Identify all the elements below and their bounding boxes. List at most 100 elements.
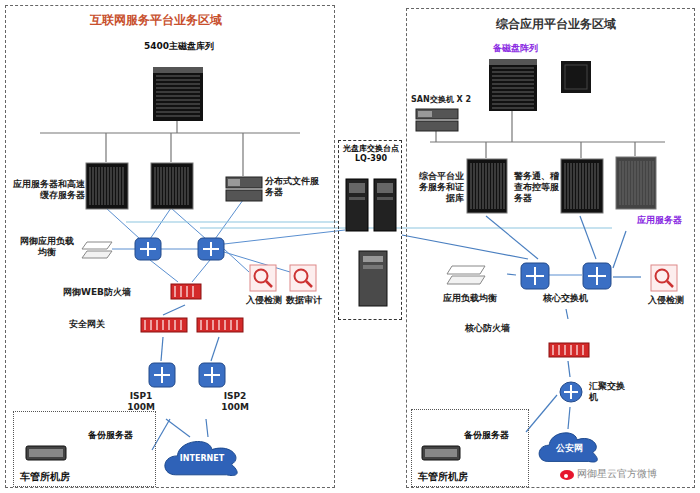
device-label: 警务通、稽查布控等服务器 xyxy=(514,171,560,203)
device-icon xyxy=(81,241,113,259)
device-icon xyxy=(616,157,656,209)
device-node: 应用服务器和高速缓存服务器 xyxy=(9,159,203,213)
device-label: 分布式文件服务器 xyxy=(265,176,325,198)
device-icon xyxy=(521,263,549,289)
device-label: INTERNET xyxy=(163,454,241,464)
label-holder: ISP1 100M xyxy=(123,391,159,413)
device-icon xyxy=(559,381,583,403)
network-link xyxy=(568,407,570,429)
label-holder: 备份服务器 xyxy=(88,430,150,441)
network-link xyxy=(580,216,596,259)
label-holder: 网御WEB防火墙 xyxy=(63,287,167,298)
device-node: 备份服务器 xyxy=(418,426,526,464)
watermark: 网御星云官方微博 xyxy=(577,468,657,480)
device-label: 入侵检测 xyxy=(641,295,691,306)
device-node: INTERNET xyxy=(161,437,243,479)
device-node: 备份服务器 xyxy=(22,426,152,464)
label-holder: 公安网 xyxy=(538,443,600,454)
network-link xyxy=(507,274,516,275)
device-node: 光盘库交换台点LQ-390 xyxy=(338,140,402,320)
label-holder: 应用负载均衡 xyxy=(434,293,506,304)
device-icon xyxy=(651,265,677,291)
device-label: 互联网服务平台业务区域 xyxy=(61,13,251,27)
device-node: 互联网服务平台业务区域 5400主磁盘库列应用服务器和高速缓存服务器 分布式文件服务… xyxy=(5,5,335,488)
network-link xyxy=(163,305,185,315)
device-label: 车管所机房 xyxy=(418,471,498,483)
device-icon xyxy=(197,318,243,332)
label-holder: 应用服务器 xyxy=(637,215,691,226)
device-label: 应用服务器 xyxy=(637,215,691,226)
label-holder: SAN交换机 X 2 xyxy=(411,95,485,105)
device-label: ISP2 100M xyxy=(217,391,253,413)
device-icon xyxy=(141,318,187,332)
network-link xyxy=(613,277,641,278)
label-holder: 5400主磁盘库列 xyxy=(141,41,217,52)
device-icon xyxy=(171,284,201,299)
device-label: 核心防火墙 xyxy=(465,323,531,334)
switch-icon xyxy=(135,238,224,260)
device-icon xyxy=(561,61,591,93)
device-icon xyxy=(86,163,128,209)
label-holder: ISP2 100M xyxy=(217,391,253,413)
device-icon xyxy=(422,446,460,460)
device-node: 网御WEB防火墙 xyxy=(61,281,206,305)
device-label: 核心交换机 xyxy=(529,293,601,304)
label-holder: 备份服务器 xyxy=(464,430,524,441)
label-holder: 警务通、稽查布控等服务器 xyxy=(514,171,560,203)
device-icon xyxy=(226,177,262,201)
device-icon xyxy=(26,446,66,460)
network-link xyxy=(402,235,528,259)
device-label: 应用负载均衡 xyxy=(434,293,506,304)
device-icon xyxy=(153,67,203,121)
device-node: 核心防火墙 xyxy=(463,319,593,361)
device-icon xyxy=(446,265,486,285)
device-node: ISP2 100M xyxy=(197,361,253,419)
device-node: 应用服务器 xyxy=(613,153,693,231)
device-icon xyxy=(149,363,175,387)
device-label: 网御WEB防火墙 xyxy=(63,287,167,298)
label-holder: 分布式文件服务器 xyxy=(265,176,325,198)
device-icon xyxy=(250,265,276,291)
device-icon xyxy=(467,159,507,213)
device-node: SAN交换机 X 2 xyxy=(409,93,485,133)
network-link xyxy=(526,395,557,432)
network-link xyxy=(206,419,208,437)
label-holder: 数据审计 xyxy=(284,295,324,306)
label-holder: 互联网服务平台业务区域 xyxy=(61,13,251,27)
device-node: ISP1 100M xyxy=(123,361,179,419)
device-node: 入侵检测 xyxy=(641,263,691,315)
device-icon xyxy=(374,179,396,231)
label-holder: 安全网关 xyxy=(69,319,119,330)
device-node: 5400主磁盘库列 xyxy=(139,39,219,123)
device-node: 安全网关 xyxy=(67,315,247,337)
device-icon xyxy=(549,343,589,357)
device-icon xyxy=(561,159,603,213)
device-label: 入侵检测 xyxy=(245,295,283,306)
device-label: 备份服务器 xyxy=(88,430,150,441)
label-holder: 车管所机房 xyxy=(418,471,498,483)
label-holder: 车管所机房 xyxy=(20,471,100,483)
network-link xyxy=(566,309,568,319)
device-node: 车管所机房 备份服务器 xyxy=(13,411,156,487)
device-icon xyxy=(290,265,316,291)
device-node: 核心交换机 xyxy=(516,259,613,309)
device-label: 5400主磁盘库列 xyxy=(141,41,217,52)
device-icon xyxy=(151,163,193,209)
device-label: 安全网关 xyxy=(69,319,119,330)
label-holder: 入侵检测 xyxy=(245,295,283,306)
device-label: 应用服务器和高速缓存服务器 xyxy=(11,179,85,201)
device-label: 汇聚交换机 xyxy=(589,381,633,403)
label-holder: INTERNET xyxy=(163,454,241,464)
label-holder: 汇聚交换机 xyxy=(589,381,633,403)
device-node: 综合应用平台业务区域备磁盘阵列SAN交换机 X 2综合平台业务服务和证据库警务通… xyxy=(406,8,695,488)
device-icon xyxy=(583,263,611,289)
device-icon xyxy=(489,59,537,111)
device-node: 分布式文件服务器 xyxy=(223,171,327,215)
network-link xyxy=(486,216,538,259)
device-node: 备磁盘阵列 xyxy=(471,41,601,113)
device-icon xyxy=(199,363,225,387)
device-label: SAN交换机 X 2 xyxy=(411,95,485,105)
device-node: 综合平台业务服务和证据库 xyxy=(411,156,511,216)
device-label: 网御应用负载均衡 xyxy=(18,236,76,258)
